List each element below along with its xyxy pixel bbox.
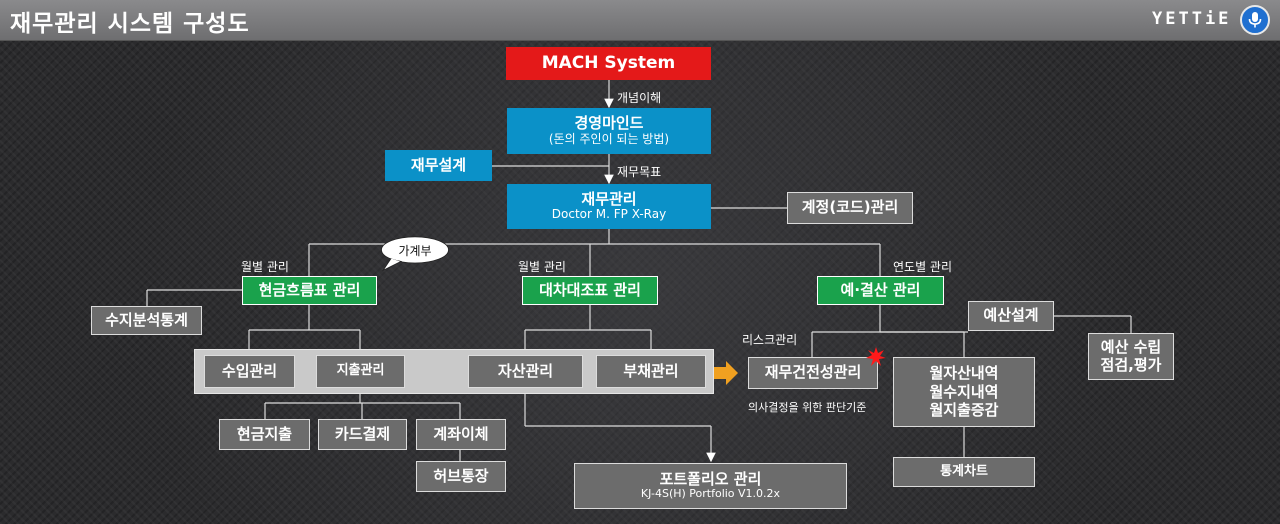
balance-box: 대차대조표 관리 <box>522 276 658 305</box>
expense-label: 지출관리 <box>336 363 385 379</box>
chart-label: 통계차트 <box>940 463 988 479</box>
risk-label: 리스크관리 <box>742 333 798 347</box>
mach-system-box: MACH System <box>506 47 711 80</box>
cash-out-box: 현금지출 <box>219 419 310 450</box>
cash-out-label: 현금지출 <box>236 424 293 443</box>
budget-eval-box: 예산 수립 점검,평가 <box>1088 333 1174 380</box>
debt-label: 부채관리 <box>623 361 679 380</box>
orange-arrow-icon <box>710 361 738 385</box>
income-label: 수입관리 <box>221 361 278 380</box>
concept-label: 개념이해 <box>617 91 662 105</box>
mind-label: 경영마인드 <box>574 114 644 133</box>
balance-label: 대차대조표 관리 <box>539 280 641 299</box>
mind-sublabel: (돈의 주인이 되는 방법) <box>548 131 670 146</box>
bubble-label: 가계부 <box>398 244 432 258</box>
monthly-mgmt-label-2: 월별 관리 <box>518 260 566 274</box>
hub-box: 허브통장 <box>416 461 506 492</box>
monthly-label: 월자산내역 월수지내역 월지출증감 <box>929 363 999 420</box>
hub-label: 허브통장 <box>433 466 489 485</box>
design-label: 재무설계 <box>410 155 467 174</box>
stats-label: 수지분석통계 <box>105 310 188 329</box>
monthly-mgmt-label-1: 월별 관리 <box>241 260 289 274</box>
asset-label: 자산관리 <box>497 361 554 380</box>
design-box: 재무설계 <box>385 150 492 181</box>
alert-burst-icon <box>866 347 886 366</box>
finance-sublabel: Doctor M. FP X-Ray <box>551 207 667 222</box>
decision-label: 의사결정을 위한 판단기준 <box>748 401 867 414</box>
account-code-label: 계정(코드)관리 <box>801 198 899 217</box>
portfolio-label: 포트폴리오 관리 <box>659 470 762 489</box>
budget-box: 예·결산 관리 <box>817 276 944 305</box>
portfolio-sublabel: KJ-4S(H) Portfolio V1.0.2x <box>640 487 781 501</box>
budget-eval-label: 예산 수립 점검,평가 <box>1100 338 1162 374</box>
soundness-label: 재무건전성관리 <box>764 363 862 382</box>
card-box: 카드결제 <box>318 419 407 450</box>
page-title: 재무관리 시스템 구성도 <box>10 11 250 37</box>
mach-system-label: MACH System <box>541 52 676 73</box>
stats-box: 수지분석통계 <box>91 306 202 335</box>
microphone-icon[interactable] <box>1240 5 1270 35</box>
budget-label: 예·결산 관리 <box>840 280 921 299</box>
finance-box: 재무관리 Doctor M. FP X-Ray <box>507 184 711 229</box>
expense-box: 지출관리 <box>316 355 405 388</box>
debt-box: 부채관리 <box>596 355 706 388</box>
finance-label: 재무관리 <box>581 189 637 208</box>
asset-box: 자산관리 <box>468 355 583 388</box>
account-code-box: 계정(코드)관리 <box>787 192 913 224</box>
budget-design-label: 예산설계 <box>983 306 1039 325</box>
income-box: 수입관리 <box>204 355 295 388</box>
goal-label: 재무목표 <box>617 165 662 179</box>
cashflow-label: 현금흐름표 관리 <box>258 280 361 299</box>
transfer-label: 계좌이체 <box>433 424 489 443</box>
brand-logo: YETTiE TV <box>1152 9 1272 29</box>
header-bar: 재무관리 시스템 구성도 YETTiE TV <box>0 0 1280 41</box>
yearly-mgmt-label: 연도별 관리 <box>893 260 953 274</box>
chart-box: 통계차트 <box>893 457 1035 487</box>
soundness-box: 재무건전성관리 <box>748 357 878 389</box>
mind-box: 경영마인드 (돈의 주인이 되는 방법) <box>507 108 711 154</box>
budget-design-box: 예산설계 <box>968 301 1054 331</box>
monthly-box: 월자산내역 월수지내역 월지출증감 <box>893 357 1035 427</box>
card-label: 카드결제 <box>334 424 391 443</box>
portfolio-box: 포트폴리오 관리 KJ-4S(H) Portfolio V1.0.2x <box>574 463 847 509</box>
cashflow-box: 현금흐름표 관리 <box>242 276 377 305</box>
transfer-box: 계좌이체 <box>416 419 506 450</box>
speech-bubble-icon <box>381 236 449 272</box>
